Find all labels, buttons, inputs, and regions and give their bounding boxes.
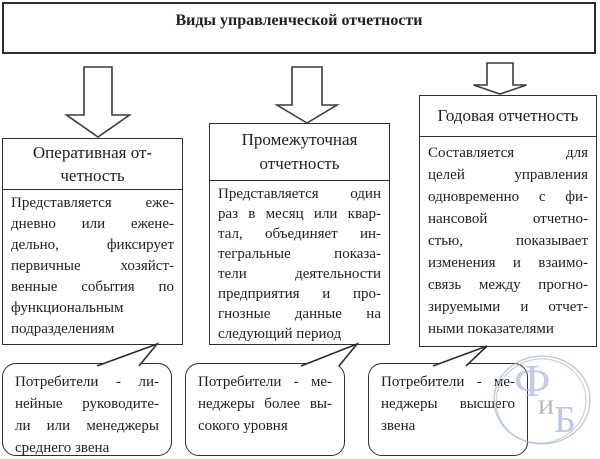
text-line: Представляется еже-	[11, 195, 174, 211]
text-line: дневно или ежене-	[11, 216, 174, 232]
text-line: Составляется для	[428, 145, 588, 161]
text-line: венные события по	[11, 279, 174, 295]
text-line: функциональным	[11, 300, 124, 316]
text-line: целей управления	[428, 167, 588, 183]
text-line: неджеры высшего	[381, 396, 515, 412]
text-line: неджеры более вы-	[198, 396, 332, 412]
down-arrow-annual-icon	[473, 62, 527, 95]
column-interim-consumers-callout: Потребители - ме-неджеры более вы-сокого…	[185, 363, 345, 456]
watermark-letter-i: и	[538, 388, 554, 421]
text-line: Годовая отчетность	[437, 106, 579, 125]
down-arrow-operational-icon	[63, 66, 133, 138]
text-line: тегральные показа-	[218, 246, 381, 262]
text-line: Потребители - ли-	[15, 374, 159, 390]
text-line: раз в месяц или квар-	[218, 206, 381, 222]
text-line: подразделениям	[11, 321, 115, 337]
text-line: среднего звена	[15, 440, 110, 456]
text-line: звена	[381, 418, 416, 434]
watermark-letter-b: Б	[554, 399, 576, 441]
diagram-title: Виды управленческой отчетности	[2, 2, 596, 54]
column-annual-body: Составляется для целей управления одноврем…	[419, 137, 597, 347]
text-line: нейные руководите-	[15, 396, 159, 412]
column-operational-header: Оперативная от-четность	[2, 138, 183, 190]
text-line: следующий период	[218, 326, 342, 342]
text-line: первичные хозяйст-	[11, 258, 174, 274]
text-line: дельно, фиксирует	[11, 237, 174, 253]
text-line: одновременно с фи-	[428, 189, 588, 205]
text-line: ли или менеджеры	[15, 418, 159, 434]
text-line: четность	[60, 166, 125, 185]
down-arrow-interim-icon	[274, 66, 340, 124]
text-line: сокого уровня	[198, 418, 288, 434]
text-line: Представляется один	[218, 186, 381, 202]
text-line: предприятия и про-	[218, 286, 381, 302]
column-interim-body: Представляется один раз в месяц или квар-…	[209, 181, 390, 345]
column-annual-consumers-callout: Потребители - ме-неджеры высшего звена	[368, 363, 528, 456]
text-line: связь между прогно-	[428, 277, 588, 293]
text-line: Промежуточная	[241, 130, 358, 149]
column-annual-header: Годовая отчетность	[419, 95, 597, 137]
text-line: изменения и взаимо-	[428, 255, 588, 271]
text-line: Потребители - ме-	[198, 374, 332, 390]
column-operational-consumers-callout: Потребители - ли-нейные руководите-ли ил…	[2, 363, 172, 456]
text-line: гнозные данные на	[218, 306, 381, 322]
text-line: ными показателями	[428, 321, 554, 337]
text-line: тели деятельности	[218, 266, 381, 282]
text-line: тал, объединяет ин-	[218, 226, 381, 242]
column-interim-header: Промежуточная отчетность	[209, 123, 390, 181]
text-line: нансовой отчетно-	[428, 211, 588, 227]
text-line: зируемыми и отчет-	[428, 299, 588, 315]
text-line: Потребители - ме-	[381, 374, 515, 390]
column-operational-body: Представляется еже-дневно или ежене-дель…	[2, 190, 183, 345]
text-line: Оперативная от-	[32, 143, 153, 162]
text-line: стью, показывает	[428, 233, 588, 249]
text-line: отчетность	[259, 154, 340, 173]
